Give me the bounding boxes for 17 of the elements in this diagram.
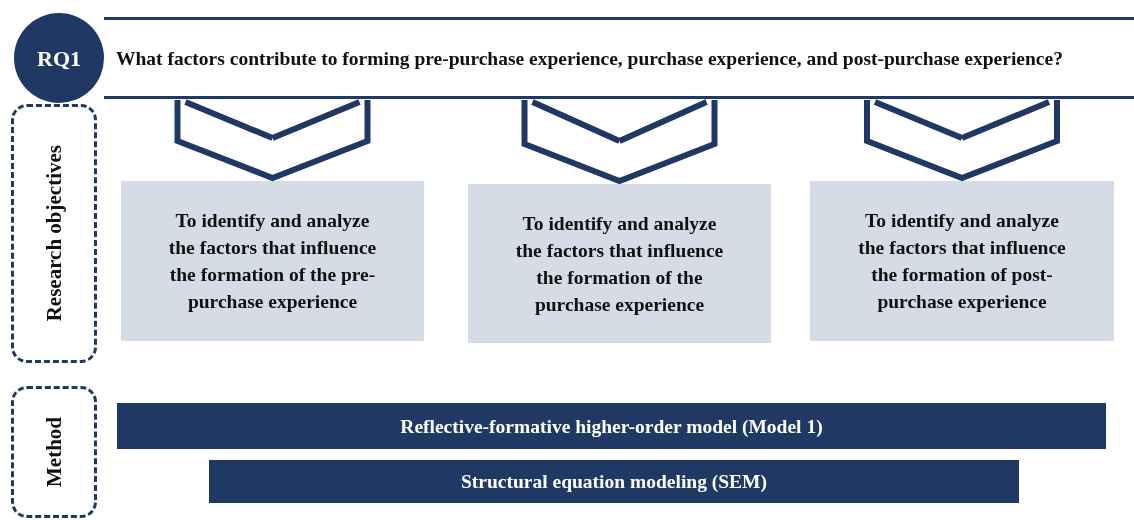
question-text: What factors contribute to forming pre-purchase experience, purchase experience, and post-purchase experience? [116, 46, 1063, 71]
section-label: Research objectives [40, 145, 67, 322]
objective-text: To identify and analyze the factors that influence the formation of the pre-purchase experience [167, 209, 378, 314]
objective-text: To identify and analyze the factors that influence the formation of post-purchase experience [857, 209, 1067, 314]
dashed-box [11, 386, 97, 518]
objective-text: To identify and analyze the factors that influence the formation of the purchase experience [514, 211, 725, 317]
section-label: Method [40, 417, 67, 487]
method-text: Reflective-formative higher-order model (Model 1) [400, 414, 823, 439]
method-text: Structural equation modeling (SEM) [460, 470, 768, 494]
dashed-box [11, 104, 97, 363]
question-band [104, 17, 1134, 99]
badge-label: RQ1 [37, 44, 81, 72]
method-bar [209, 460, 1019, 503]
objective-box [121, 181, 424, 341]
method-bar [117, 403, 1106, 449]
objective-box [468, 184, 771, 343]
objective-box [810, 181, 1114, 341]
